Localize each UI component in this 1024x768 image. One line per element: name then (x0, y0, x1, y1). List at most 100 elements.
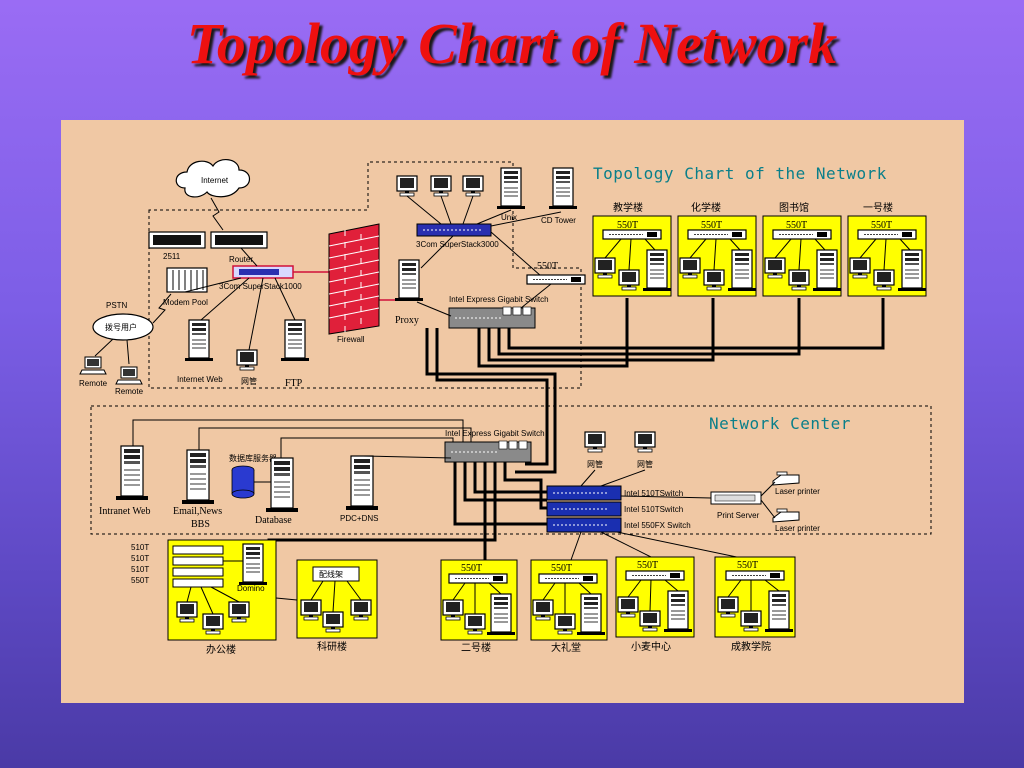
domino-server-icon (238, 543, 268, 586)
firewall-label: Firewall (337, 335, 365, 344)
gigabit-switch-center-label: Intel Express Gigabit Switch (445, 429, 545, 438)
building-jiaoxue-pc-2-icon (618, 269, 640, 291)
laser-printer-2-icon (772, 508, 800, 523)
modem-pool: Modem Pool (163, 267, 208, 307)
email-news-server-icon (181, 449, 215, 505)
superstack-to-web-link (200, 277, 250, 321)
building-tushu-switch: 550T (786, 220, 807, 231)
building-erhao-pc-1-icon (442, 599, 464, 621)
building-chengjiao-pc-1-icon (717, 596, 739, 618)
router-label: Router (229, 255, 253, 264)
database-cn-label: 数据库服务器 (229, 453, 277, 463)
pdc-dns-link (362, 455, 452, 459)
building-huaxue-pc-1-icon (679, 257, 701, 279)
internet-label: Internet (201, 176, 229, 185)
remote-2-link (126, 339, 130, 365)
modem-pool-label: Modem Pool (163, 298, 208, 307)
database-label: Database (255, 515, 292, 526)
research-building-name: 科研楼 (317, 640, 347, 653)
superstack-1000-label: 3Com SuperStack1000 (219, 282, 302, 291)
building-dali-server-icon (576, 593, 606, 636)
office-pc-3-icon (228, 601, 250, 623)
internet-web-label: Internet Web (177, 375, 223, 384)
cd-tower-label: CD Tower (541, 216, 576, 225)
building-chengjiao-switch: 550T (737, 560, 758, 571)
center-admin-1-label: 网管 (587, 459, 603, 469)
network-topology-diagram: Topology Chart of the Network Network Ce… (79, 159, 932, 656)
building-yihao-pc-2-icon (873, 269, 895, 291)
unix-link (476, 209, 512, 225)
firewall-wall: Firewall (328, 223, 380, 344)
superstack-to-ftp-link (274, 277, 296, 321)
proxy-to-gigabit-link (416, 301, 452, 317)
building-dali-switch: 550T (551, 563, 572, 574)
building-jiaoxue-switch: 550T (617, 220, 638, 231)
proxy-server-icon (394, 259, 424, 302)
building-yihao: 一号楼 550T (847, 201, 927, 297)
network-admin-label: 网管 (241, 376, 257, 386)
print-server-label: Print Server (717, 511, 760, 520)
building-jiaoxue-name: 教学楼 (613, 201, 643, 214)
stack-label-4: 550T (131, 576, 149, 585)
center-to-office-link (267, 462, 497, 550)
lab-sign-label: 配线架 (319, 569, 343, 579)
stack-label-3: 510T (131, 565, 149, 574)
cd-tower-icon (548, 167, 578, 210)
superstack-to-admin-link (248, 277, 264, 351)
research-pc-3-icon (350, 599, 372, 621)
dial-up-cloud: 拨号用户 (92, 313, 154, 341)
stack-to-chengjiao-link (616, 531, 752, 561)
cd-tower-link (490, 211, 562, 227)
research-pc-2-icon (322, 611, 344, 633)
building-huaxue: 化学楼 550T (677, 201, 757, 297)
building-chengjiao-server-icon (764, 590, 794, 633)
router-to-superstack-link (240, 247, 258, 267)
building-tushu-name: 图书馆 (779, 201, 809, 214)
remote-2-laptop-icon (115, 366, 143, 385)
backbone-link-building-3 (497, 298, 801, 356)
modem-to-superstack-link (184, 277, 242, 293)
remote-1-laptop-icon (79, 356, 107, 375)
ftp-label: FTP (285, 378, 303, 389)
database-link (280, 437, 454, 458)
center-to-blue-stack-link-1 (463, 462, 547, 502)
center-admin-pc-1-icon (584, 431, 606, 453)
building-dali-pc-2-icon (554, 613, 576, 635)
building-xiaomai-pc-1-icon (617, 596, 639, 618)
domino-label: Domino (237, 584, 265, 593)
center-to-blue-stack-link-2 (473, 462, 547, 494)
top-pc-1-link (406, 195, 442, 225)
building-chengjiao-pc-2-icon (740, 610, 762, 632)
center-admin-2-link (600, 469, 646, 487)
building-jiaoxue-pc-1-icon (594, 257, 616, 279)
network-admin-pc-icon (236, 349, 258, 371)
access-server-2511: 2511 (148, 231, 206, 261)
print-link-2 (760, 499, 776, 519)
switch-550t-core-icon (526, 274, 586, 285)
laser-printer-2-label: Laser printer (775, 524, 820, 533)
dial-up-label: 拨号用户 (105, 322, 137, 332)
top-pc-1-icon (396, 175, 418, 197)
email-news-link (198, 427, 472, 450)
router: Router (210, 231, 268, 264)
center-admin-1-link (580, 469, 596, 487)
building-huaxue-server-icon (727, 249, 757, 292)
building-dali-pc-1-icon (532, 599, 554, 621)
pdc-dns-server-icon (345, 455, 379, 511)
database-cylinder (231, 465, 255, 499)
building-erhao-pc-2-icon (464, 613, 486, 635)
intranet-web-link (132, 419, 464, 446)
access-server-2511-label: 2511 (163, 252, 181, 261)
building-tushu-pc-1-icon (764, 257, 786, 279)
building-tushu: 图书馆 550T (762, 201, 842, 297)
building-erhao-name: 二号楼 (461, 641, 491, 654)
switch-to-print-server-link (620, 495, 712, 499)
building-erhao-server-icon (486, 593, 516, 636)
building-tushu-pc-2-icon (788, 269, 810, 291)
building-research: 配线架 科研楼 (296, 559, 378, 653)
top-pc-2-link (440, 195, 452, 225)
backbone-link-building-1 (477, 298, 629, 368)
database-server-icon (265, 457, 299, 513)
backbone-top-to-center-link-1 (425, 328, 557, 474)
network-center-border (90, 405, 932, 535)
